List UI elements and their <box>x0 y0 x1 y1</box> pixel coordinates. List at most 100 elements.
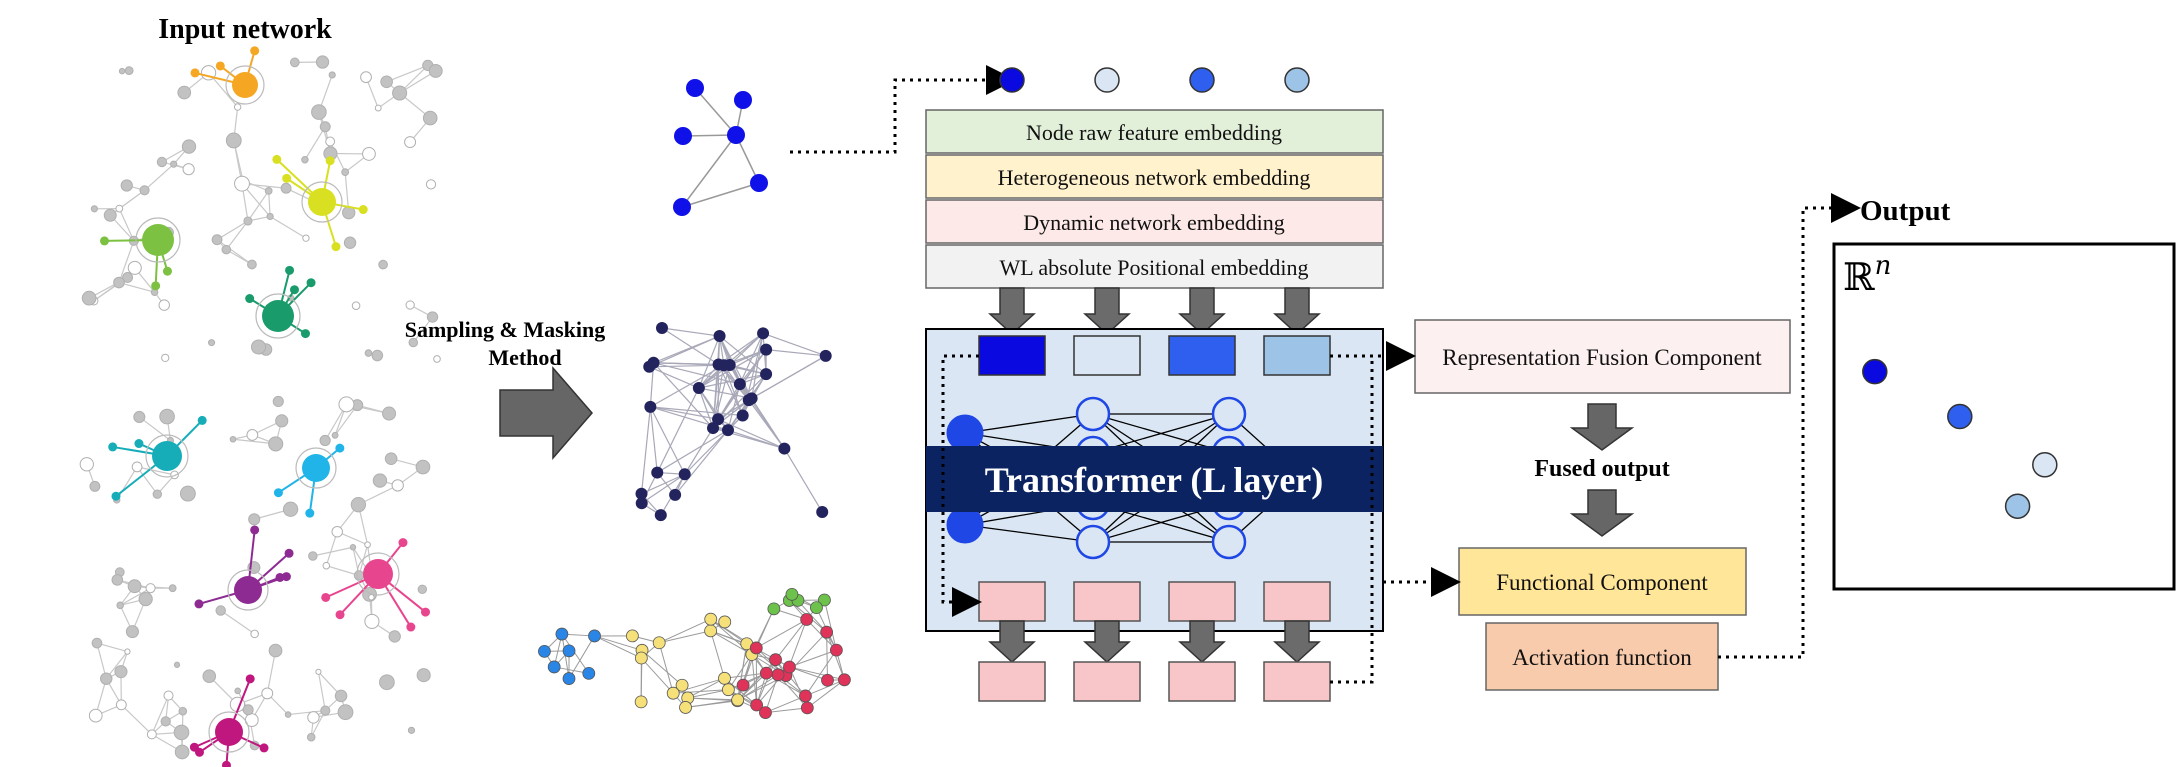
final-tokens <box>978 661 1331 702</box>
network-node <box>215 605 226 616</box>
network-edge <box>220 610 255 635</box>
network-node <box>138 591 153 607</box>
hub-leaf <box>335 443 345 453</box>
network-node <box>246 429 259 441</box>
output-token <box>1168 581 1236 622</box>
network-node <box>248 513 261 526</box>
network-node <box>349 544 357 551</box>
input-network-graph <box>79 46 443 767</box>
hub-leaf <box>151 281 161 291</box>
dense-edge <box>698 387 752 399</box>
hub-leaf <box>285 265 295 275</box>
network-node <box>425 179 437 190</box>
community-node <box>767 602 781 616</box>
down-arrow <box>1083 287 1131 336</box>
network-node <box>264 187 273 195</box>
network-node <box>152 489 163 499</box>
community-edge <box>594 635 643 651</box>
community-edge <box>561 634 570 679</box>
network-node <box>247 259 257 270</box>
label-clip-mask <box>619 310 639 345</box>
network-node <box>280 182 292 194</box>
functional-component-label: Functional Component <box>1496 570 1708 595</box>
network-node <box>173 661 181 668</box>
network-node <box>202 669 217 683</box>
nn-input-node <box>946 414 984 452</box>
embedding-box <box>925 244 1384 289</box>
community-node <box>718 671 731 685</box>
community-edge <box>789 649 837 668</box>
down-arrow <box>988 620 1036 664</box>
community-edge <box>805 649 837 697</box>
hub-leaf <box>273 488 283 498</box>
dense-edge <box>739 333 764 385</box>
network-node <box>417 584 428 595</box>
network-node <box>79 457 94 472</box>
network-node <box>145 583 156 594</box>
community-edge <box>755 608 775 649</box>
token-embedding <box>1168 335 1236 376</box>
functional-component-box <box>1458 547 1747 616</box>
hub-leaf <box>325 156 335 166</box>
final-token <box>978 661 1046 702</box>
output-title: Output <box>1860 195 1951 227</box>
nn-hidden-node <box>1211 396 1247 432</box>
network-node <box>242 704 254 716</box>
down-arrow <box>1273 287 1321 336</box>
network-node <box>115 699 127 711</box>
network-edge <box>116 466 138 501</box>
network-node <box>315 55 330 69</box>
nn-input-node <box>946 506 984 544</box>
network-edge <box>312 546 354 557</box>
dense-edge <box>698 387 714 429</box>
transformer-band <box>926 446 1383 512</box>
community-edge <box>673 689 729 694</box>
hub-leaf <box>197 415 207 425</box>
hub-leaf <box>108 442 118 452</box>
star-edge <box>681 134 737 208</box>
dense-edge <box>698 335 721 389</box>
network-node <box>368 594 375 601</box>
network-node <box>234 687 242 695</box>
community-node <box>800 613 814 626</box>
network-node <box>350 496 367 513</box>
network-edge <box>216 239 253 265</box>
transformer-label: Transformer (L layer) <box>985 460 1324 500</box>
network-node <box>343 236 357 249</box>
network-node <box>372 473 388 488</box>
embedding-label: WL absolute Positional embedding <box>1000 255 1309 280</box>
residual-connector <box>941 354 982 617</box>
network-node <box>225 132 242 149</box>
network-edge <box>118 208 135 242</box>
community-edge <box>659 630 711 644</box>
network-node <box>422 110 438 126</box>
community-node <box>799 689 812 703</box>
star-node <box>686 79 704 97</box>
output-panel: Output ℝn <box>1832 195 2176 591</box>
hub-leaf <box>190 68 200 78</box>
network-edge <box>136 466 158 495</box>
network-node <box>243 216 253 226</box>
network-edge <box>325 531 338 566</box>
input-tokens <box>999 67 1310 93</box>
hub-node <box>302 454 330 482</box>
community-edge <box>756 619 807 649</box>
dense-edge <box>656 429 729 474</box>
community-edge <box>568 635 595 679</box>
network-node <box>229 435 237 443</box>
network-node <box>362 147 376 161</box>
hub-leaf <box>331 242 341 252</box>
activation-function-box <box>1485 622 1719 691</box>
network-node <box>211 234 223 246</box>
dense-node <box>760 368 773 381</box>
network-node <box>351 301 361 310</box>
components: Representation Fusion Component Fused ou… <box>1330 193 1861 691</box>
community-edge <box>710 630 753 655</box>
network-edge <box>326 565 360 577</box>
network-node <box>116 601 124 610</box>
dense-node <box>692 382 705 395</box>
dense-edge <box>719 335 767 375</box>
community-node <box>783 660 796 674</box>
network-node <box>302 234 310 242</box>
network-node <box>124 66 134 76</box>
